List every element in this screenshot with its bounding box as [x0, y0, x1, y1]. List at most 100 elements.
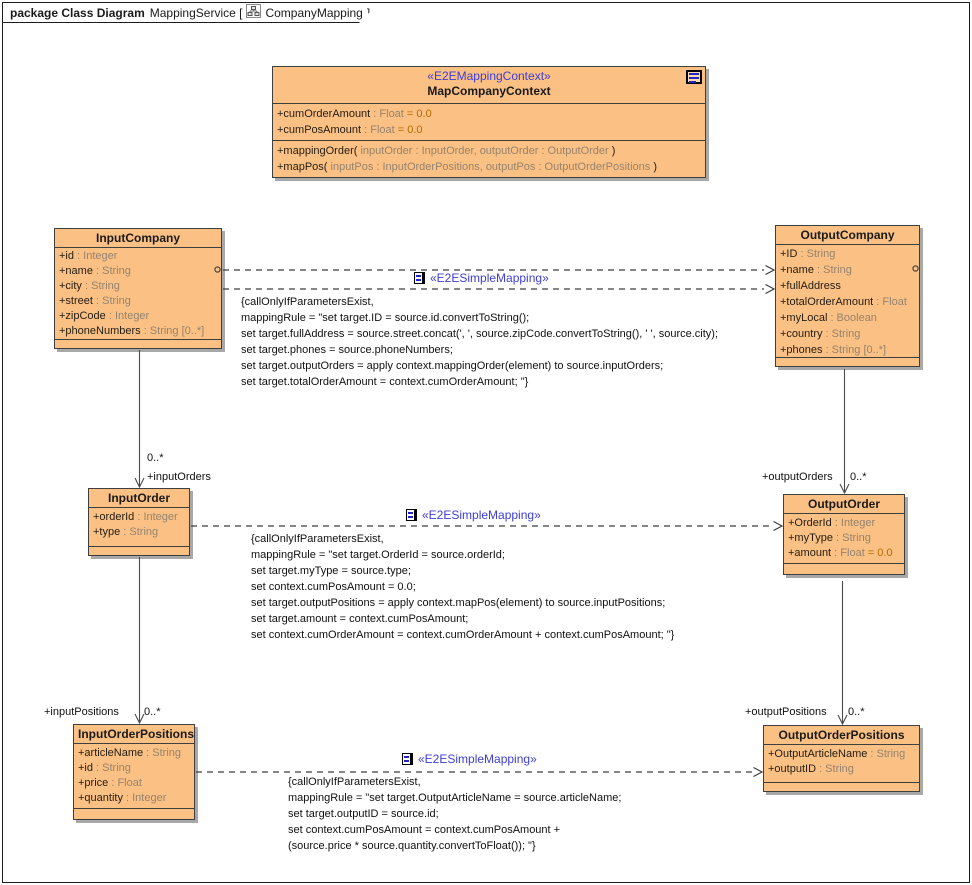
attribute-row[interactable]: +street : String — [59, 294, 217, 309]
attribute-row[interactable]: +zipCode : Integer — [59, 309, 217, 324]
mapping-constraint-company[interactable]: {callOnlyIfParametersExist, mappingRule … — [241, 294, 718, 390]
attribute-row[interactable]: +id : Integer — [59, 249, 217, 264]
class-inputorder[interactable]: InputOrder +orderId : Integer +type : St… — [88, 488, 190, 556]
attribute-name: +myType — [788, 532, 833, 544]
attribute-row[interactable]: +id : String — [78, 761, 190, 776]
attribute-row[interactable]: +quantity : Integer — [78, 791, 190, 806]
attribute-type: : String — [81, 280, 120, 292]
mapping-label-positions[interactable]: «E2ESimpleMapping» — [402, 752, 537, 766]
attribute-row[interactable]: +cumPosAmount : Float = 0.0 — [277, 122, 701, 138]
attribute-row[interactable]: +country : String — [780, 326, 915, 342]
attribute-row[interactable]: +fullAddress — [780, 278, 915, 294]
attribute-type: : Integer — [105, 310, 150, 322]
class-inputcompany[interactable]: InputCompany +id : Integer +name : Strin… — [54, 228, 222, 349]
attribute-row[interactable]: +city : String — [59, 279, 217, 294]
attributes-compartment: +ID : String +name : String +fullAddress… — [776, 244, 919, 357]
mapping-constraint-positions[interactable]: {callOnlyIfParametersExist, mappingRule … — [288, 774, 621, 854]
operation-row[interactable]: +mapPos( inputPos : InputOrderPositions,… — [277, 159, 701, 175]
operation-name: +mappingOrder( — [277, 145, 358, 157]
attribute-row[interactable]: +OutputArticleName : String — [768, 747, 915, 762]
class-diagram-icon — [246, 4, 262, 21]
class-inputorderpositions[interactable]: InputOrderPositions +articleName : Strin… — [73, 724, 195, 820]
attribute-row[interactable]: +myLocal : Boolean — [780, 310, 915, 326]
class-outputorderpositions[interactable]: OutputOrderPositions +OutputArticleName … — [763, 725, 920, 792]
multiplicity-label[interactable]: 0..* — [848, 706, 865, 718]
constraint-line: set context.cumOrderAmount = context.cum… — [251, 629, 675, 641]
attribute-row[interactable]: +phones : String [0..*] — [780, 342, 915, 357]
attribute-type: : String — [822, 328, 861, 340]
attribute-name: +cumOrderAmount — [277, 108, 371, 120]
attribute-row[interactable]: +orderId : Integer — [93, 510, 185, 525]
attribute-row[interactable]: +price : Float — [78, 776, 190, 791]
attribute-type: : String — [813, 264, 852, 276]
attribute-type: : String — [92, 265, 131, 277]
class-mapcompanycontext[interactable]: «E2EMappingContext» MapCompanyContext +c… — [272, 66, 706, 178]
constraint-line: set target.outputOrders = apply context.… — [241, 360, 664, 372]
constraint-line: mappingRule = "set target.OrderId = sour… — [251, 549, 505, 561]
attribute-row[interactable]: +myType : String — [788, 531, 900, 546]
mapping-stereotype: «E2ESimpleMapping» — [418, 752, 537, 766]
operations-compartment-empty — [764, 782, 919, 791]
attribute-row[interactable]: +amount : Float = 0.0 — [788, 546, 900, 561]
role-label[interactable]: +outputOrders — [762, 471, 833, 483]
constraint-line: set target.fullAddress = source.street.c… — [241, 328, 719, 340]
class-title: «E2EMappingContext» MapCompanyContext — [273, 67, 705, 103]
attribute-type: : String [0..*] — [822, 344, 887, 356]
attribute-type: : Float — [108, 777, 142, 789]
attribute-type: : Integer — [831, 517, 876, 529]
constraint-line: {callOnlyIfParametersExist, — [251, 533, 384, 545]
attributes-compartment: +orderId : Integer +type : String — [89, 507, 189, 546]
attribute-name: +phones — [780, 344, 823, 356]
frame-kind-label: package Class Diagram — [10, 5, 145, 20]
attribute-row[interactable]: +totalOrderAmount : Float — [780, 294, 915, 310]
attribute-row[interactable]: +cumOrderAmount : Float = 0.0 — [277, 106, 701, 122]
mapping-constraint-order[interactable]: {callOnlyIfParametersExist, mappingRule … — [251, 531, 674, 643]
attribute-row[interactable]: +outputID : String — [768, 762, 915, 777]
operation-close: ) — [608, 145, 616, 157]
role-label[interactable]: +inputPositions — [44, 706, 119, 718]
class-outputorder[interactable]: OutputOrder +OrderId : Integer +myType :… — [783, 494, 905, 575]
e2e-mapping-icon — [402, 753, 413, 765]
attribute-row[interactable]: +name : String — [59, 264, 217, 279]
attribute-type: : Boolean — [827, 312, 877, 324]
attribute-name: +orderId — [93, 511, 135, 523]
class-name: InputOrderPositions — [78, 727, 195, 741]
constraint-line: set target.outputID = source.id; — [288, 808, 439, 820]
attribute-type: : Integer — [122, 792, 167, 804]
attribute-row[interactable]: +OrderId : Integer — [788, 516, 900, 531]
diagram-frame-tab[interactable]: package Class Diagram MappingService [ C… — [2, 2, 371, 23]
attribute-name: +id — [78, 762, 93, 774]
attribute-name: +OutputArticleName — [768, 748, 868, 760]
operation-params: inputOrder : InputOrder, outputOrder : O… — [357, 145, 609, 157]
attribute-row[interactable]: +name : String — [780, 262, 915, 278]
multiplicity-label[interactable]: 0..* — [850, 471, 867, 483]
constraint-line: mappingRule = "set target.OutputArticleN… — [288, 792, 622, 804]
multiplicity-label[interactable]: 0..* — [147, 452, 164, 464]
class-name: MapCompanyContext — [427, 84, 551, 98]
attributes-compartment: +articleName : String +id : String +pric… — [74, 743, 194, 808]
attribute-row[interactable]: +articleName : String — [78, 746, 190, 761]
operation-row[interactable]: +mappingOrder( inputOrder : InputOrder, … — [277, 143, 701, 159]
attribute-name: +country — [780, 328, 823, 340]
attribute-row[interactable]: +phoneNumbers : String [0..*] — [59, 324, 217, 339]
attribute-row[interactable]: +type : String — [93, 525, 185, 540]
attribute-row[interactable]: +ID : String — [780, 246, 915, 262]
attribute-name: +name — [780, 264, 814, 276]
operation-close: ) — [650, 161, 658, 173]
class-outputcompany[interactable]: OutputCompany +ID : String +name : Strin… — [775, 225, 920, 367]
attribute-name: +quantity — [78, 792, 123, 804]
attribute-type: : Integer — [134, 511, 178, 523]
constraint-line: {callOnlyIfParametersExist, — [288, 776, 421, 788]
class-name: InputCompany — [96, 231, 180, 245]
role-label[interactable]: +outputPositions — [745, 706, 827, 718]
attribute-name: +zipCode — [59, 310, 106, 322]
operations-compartment-empty — [784, 563, 904, 574]
multiplicity-label[interactable]: 0..* — [144, 706, 161, 718]
role-label[interactable]: +inputOrders — [147, 471, 211, 483]
mapping-label-company[interactable]: «E2ESimpleMapping» — [414, 271, 549, 285]
constraint-line: (source.price * source.quantity.convertT… — [288, 840, 536, 852]
constraint-line: set target.outputPositions = apply conte… — [251, 597, 666, 609]
attribute-name: +fullAddress — [780, 280, 841, 292]
mapping-label-order[interactable]: «E2ESimpleMapping» — [406, 508, 541, 522]
